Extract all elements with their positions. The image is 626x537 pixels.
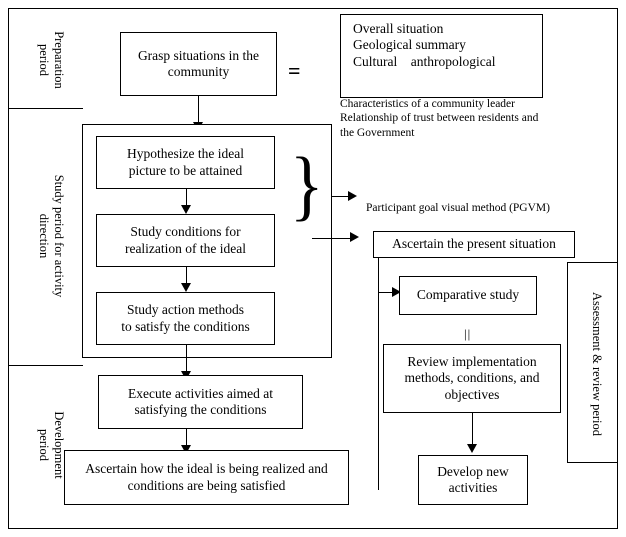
box-ascertain-present-situation[interactable]: Ascertain the present situation [373,231,575,258]
box-ascertain-ideal-realized[interactable]: Ascertain how the ideal is being realize… [64,450,349,505]
box-overall-situation[interactable]: Overall situation Geological summary Cul… [340,14,543,98]
arrowhead-execute-to-ascertain [181,445,191,454]
equals-symbol: = [288,58,301,83]
annotation-community-leader: Characteristics of a community leader Re… [340,98,539,139]
annotation-pgvm: Participant goal visual method (PGVM) [366,202,550,214]
arrowhead-spine-to-comparative [392,287,401,297]
connector-to-pgvm-upper [332,196,352,197]
arrowhead-review-to-develop [467,444,477,453]
grouping-brace: } [289,141,324,228]
phase-label-assessment: Assessment & review period [590,291,604,437]
box-comparative-study[interactable]: Comparative study [399,276,537,315]
divider-study-development [8,365,83,366]
divider-preparation-study [8,108,83,109]
connector-grasp-to-study [198,96,199,124]
connector-study-to-execute [186,345,187,373]
phase-label-study: Study period for activity direction [37,174,66,298]
arrowhead-pgvm-upper [348,191,357,201]
box-develop-new-activities[interactable]: Develop new activities [418,455,528,505]
box-study-action-methods[interactable]: Study action methods to satisfy the cond… [96,292,275,345]
connector-conditions-to-action [186,267,187,285]
connector-spine-to-comparative [378,292,396,293]
arrowhead-hypothesize-to-conditions [181,205,191,214]
box-grasp-situations[interactable]: Grasp situations in the community [120,32,277,96]
arrowhead-conditions-to-action [181,283,191,292]
box-review-implementation[interactable]: Review implementation methods, condition… [383,344,561,413]
connector-hypothesize-to-conditions [186,189,187,207]
box-hypothesize-ideal[interactable]: Hypothesize the ideal picture to be atta… [96,136,275,189]
phase-label-preparation: Preparation period [37,31,66,89]
connector-execute-to-ascertain [186,429,187,447]
assessment-feedback-spine [378,258,379,490]
double-bar-symbol: || [464,326,472,341]
box-study-conditions[interactable]: Study conditions for realization of the … [96,214,275,267]
box-execute-activities[interactable]: Execute activities aimed at satisfying t… [98,375,303,429]
diagram-outer-frame [8,8,618,529]
phase-label-development: Development period [37,411,66,479]
connector-to-pgvm-lower [312,238,354,239]
divider-assessment-top [567,262,618,263]
divider-assessment-bottom [567,462,618,463]
arrowhead-pgvm-lower [350,232,359,242]
connector-review-to-develop [472,413,473,446]
assessment-left-rule [567,262,568,462]
